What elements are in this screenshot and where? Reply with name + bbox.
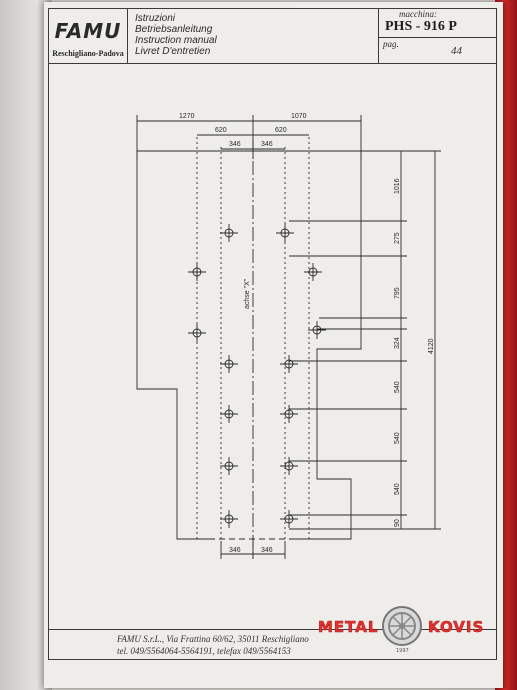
- dim-540-b: 540: [394, 432, 401, 444]
- axis-label: achse "X": [244, 278, 251, 309]
- brand-name: FAMU: [54, 19, 122, 43]
- dim-bottom-346-right: 346: [261, 547, 273, 554]
- title-en: Instruction manual: [135, 35, 217, 46]
- machine-box: macchina: PHS - 916 P pag. 44: [378, 9, 497, 63]
- watermark-right: KOVIS: [428, 618, 485, 637]
- page-footer: FAMU S.r.L., Via Frattina 60/62, 35011 R…: [49, 629, 496, 660]
- hole: [280, 510, 298, 528]
- watermark: METAL KOVIS 1997: [318, 604, 488, 656]
- page-label: pag.: [383, 39, 399, 49]
- page-frame: FAMU Reschigliano-Padova Istruzioni Betr…: [48, 8, 497, 660]
- machine-divider: [379, 37, 497, 38]
- layout-drawing: 1270 1070 620 620 346 346 346 346 achse …: [136, 113, 441, 559]
- hole: [220, 457, 238, 475]
- footer-phone: tel. 049/5564064-5564191, telefax 049/55…: [117, 646, 291, 656]
- dim-324: 324: [394, 337, 401, 349]
- hole: [280, 405, 298, 423]
- title-it: Istruzioni: [135, 13, 176, 24]
- hole: [188, 324, 206, 342]
- hole: [220, 355, 238, 373]
- hole: [308, 321, 326, 339]
- dim-90: 90: [394, 519, 401, 527]
- dim-1270: 1270: [179, 113, 195, 120]
- company-logo: FAMU Reschigliano-Padova: [49, 9, 128, 63]
- machine-model: PHS - 916 P: [385, 19, 457, 34]
- title-fr: Livret D'entretien: [135, 46, 211, 57]
- dim-346-left: 346: [229, 141, 241, 148]
- dim-540-a: 540: [394, 381, 401, 393]
- title-block: FAMU Reschigliano-Padova Istruzioni Betr…: [49, 9, 497, 64]
- dim-1016: 1016: [394, 178, 401, 194]
- dim-620-right: 620: [275, 127, 287, 134]
- dim-620-left: 620: [215, 127, 227, 134]
- dim-1070: 1070: [291, 113, 307, 120]
- hole: [280, 355, 298, 373]
- company-location: Reschigliano-Padova: [52, 49, 124, 58]
- footer-address: FAMU S.r.L., Via Frattina 60/62, 35011 R…: [117, 634, 309, 644]
- dim-795: 795: [394, 287, 401, 299]
- manual-page: FAMU Reschigliano-Padova Istruzioni Betr…: [44, 2, 503, 688]
- hole: [304, 263, 322, 281]
- hole: [188, 263, 206, 281]
- wheel-icon: [382, 606, 422, 646]
- dim-275: 275: [394, 232, 401, 244]
- hole: [220, 405, 238, 423]
- table-outline: [137, 150, 362, 540]
- machine-label: macchina:: [399, 9, 437, 19]
- document-titles: Istruzioni Betriebsanleitung Instruction…: [135, 13, 217, 57]
- watermark-left: METAL: [318, 618, 379, 637]
- title-de: Betriebsanleitung: [135, 24, 213, 35]
- dim-346-right: 346: [261, 141, 273, 148]
- dim-bottom-346-left: 346: [229, 547, 241, 554]
- left-page-edge: [0, 0, 52, 690]
- hole: [220, 224, 238, 242]
- watermark-year: 1997: [396, 648, 409, 654]
- hole: [276, 224, 294, 242]
- dim-4120: 4120: [428, 338, 435, 354]
- hole: [220, 510, 238, 528]
- page-number: 44: [451, 45, 462, 57]
- dim-540-c: 540: [394, 483, 401, 495]
- hole: [280, 457, 298, 475]
